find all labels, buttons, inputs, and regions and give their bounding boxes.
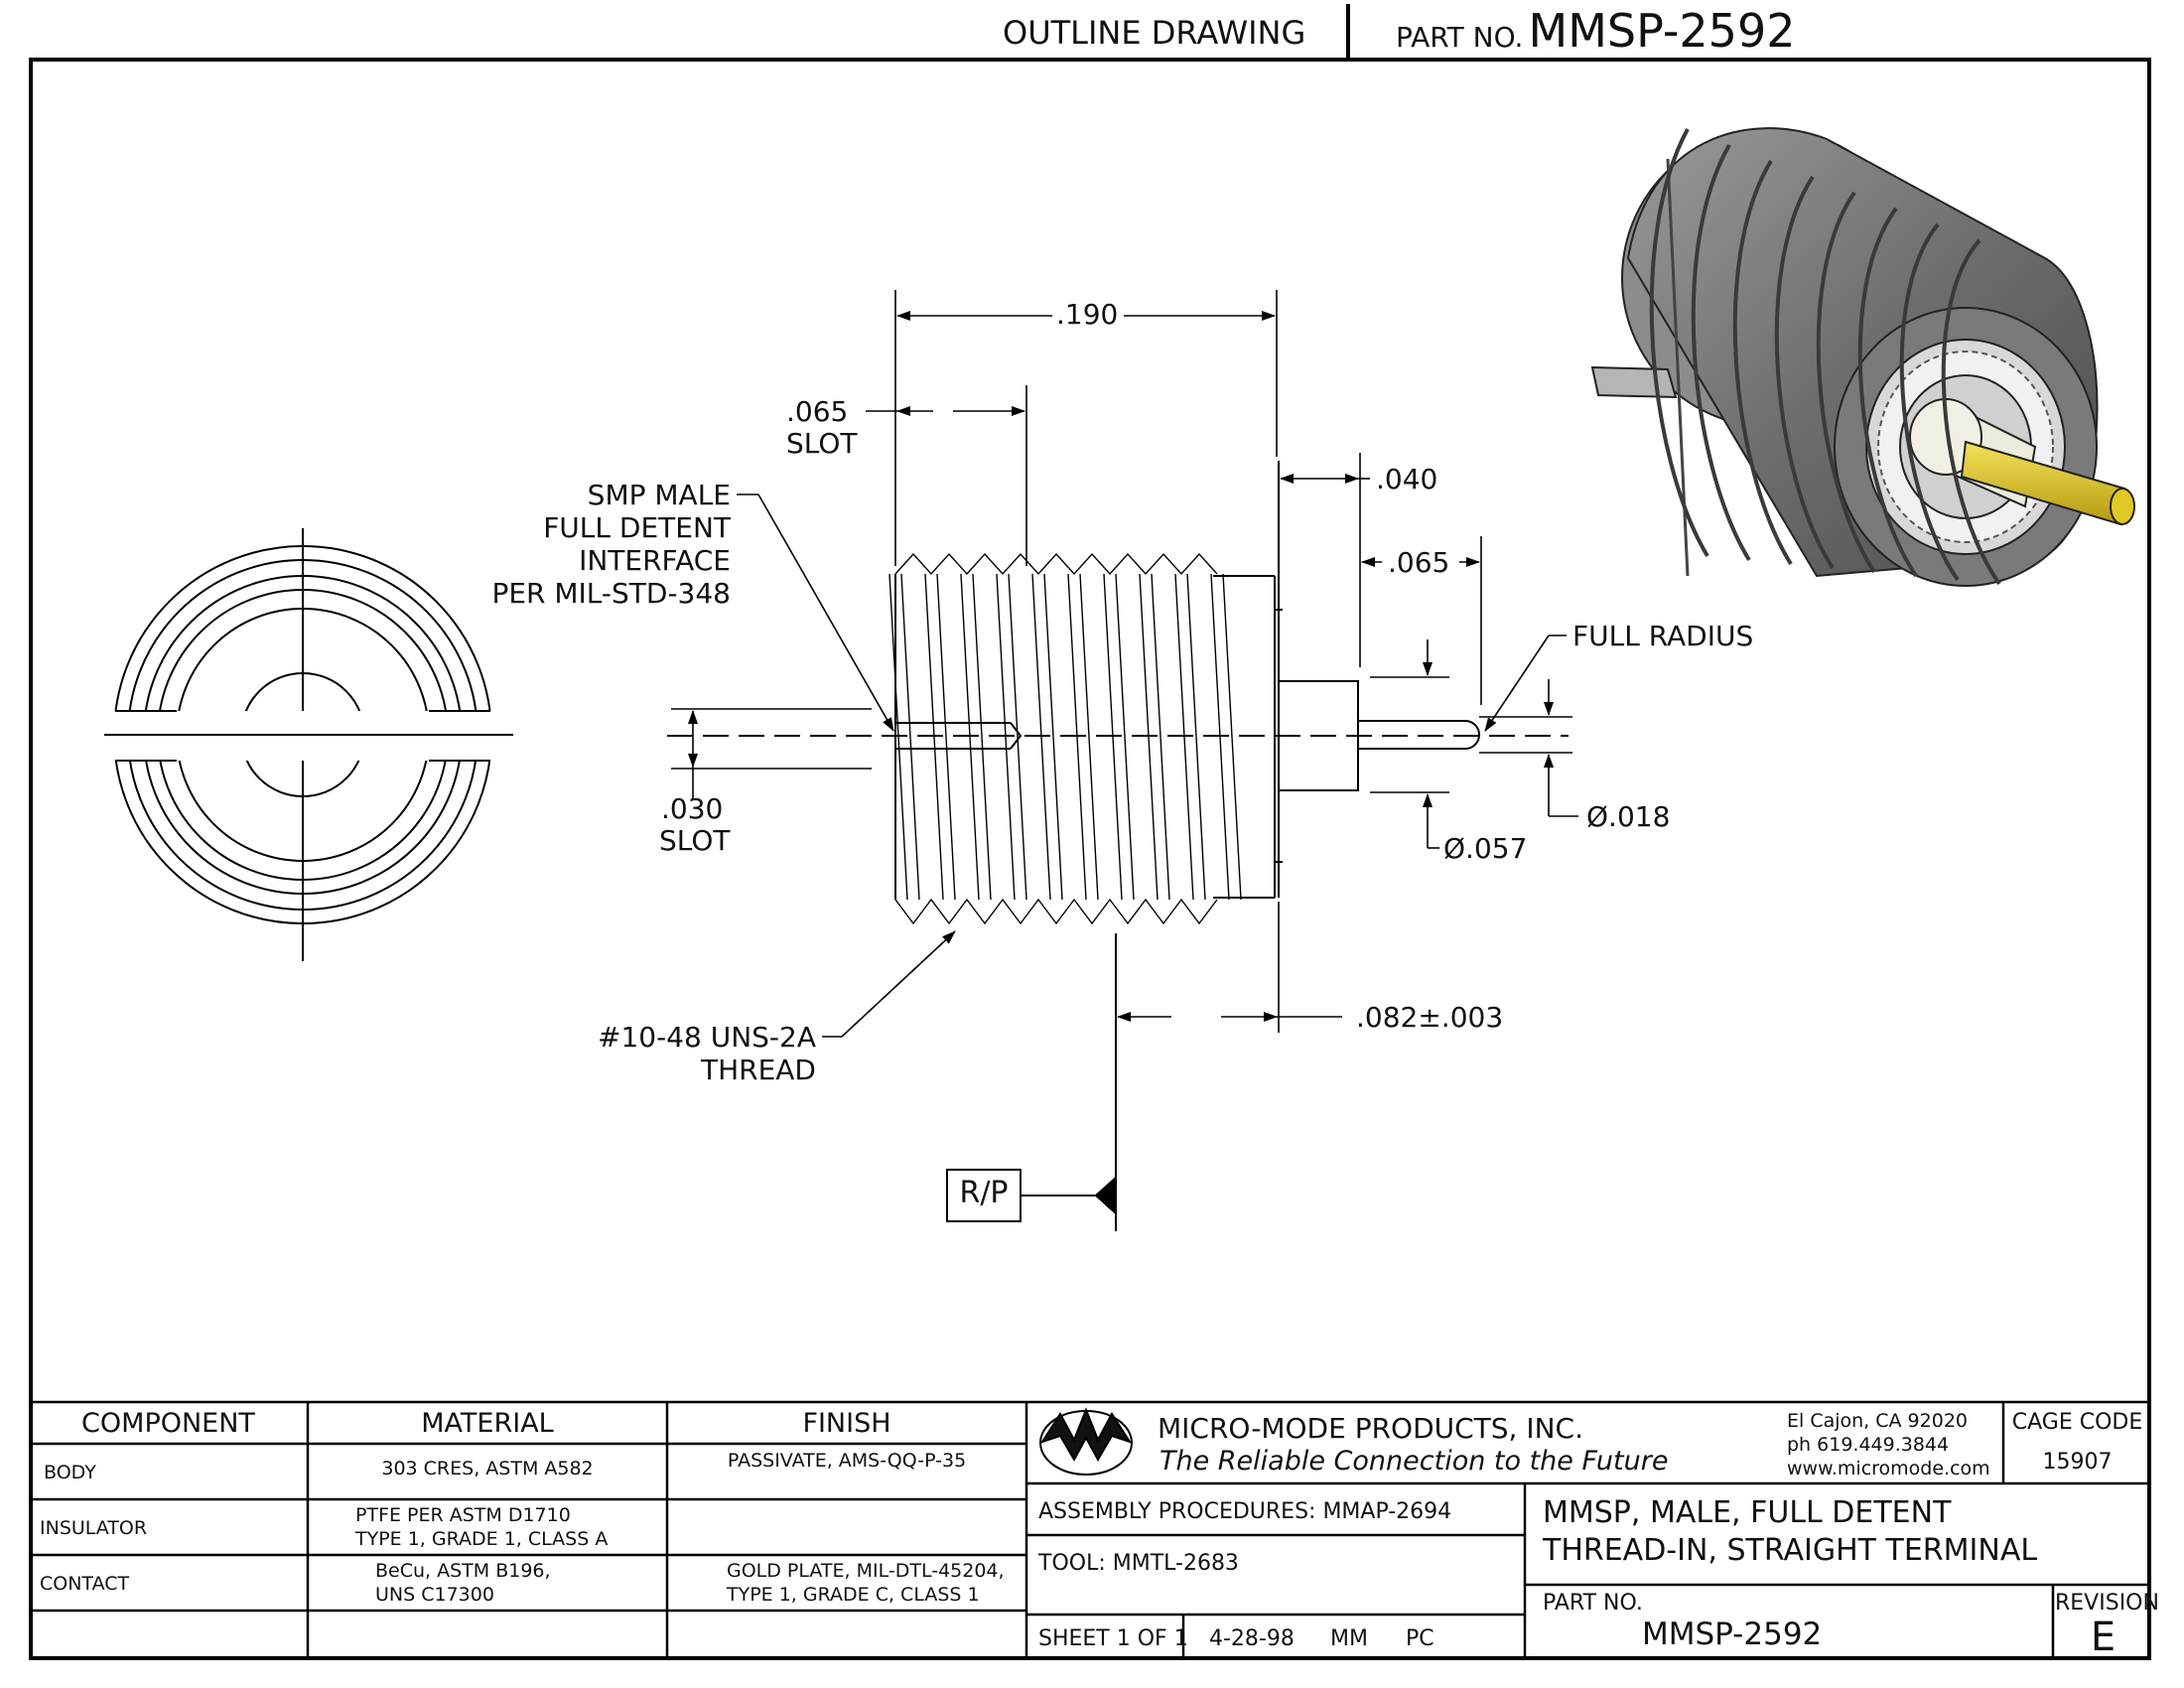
thread-line <box>924 573 944 901</box>
connector-3d-illustration <box>1590 127 2135 587</box>
dim-slot-width: .065 <box>786 395 849 428</box>
thread-line <box>1067 573 1087 901</box>
thread-line <box>1079 573 1099 901</box>
bom-row-finish: TYPE 1, GRADE C, CLASS 1 <box>727 1584 980 1606</box>
dim-reference-plane: .082±.003 <box>1356 1001 1504 1034</box>
bom-header-component: COMPONENT <box>81 1408 255 1439</box>
dim-slot-depth-label: SLOT <box>659 824 731 857</box>
note-full-radius: FULL RADIUS <box>1572 620 1754 652</box>
thread-line <box>1174 573 1194 901</box>
header-part-number: MMSP-2592 <box>1528 4 1796 58</box>
tb-part-number: MMSP-2592 <box>1642 1617 1823 1652</box>
bom-row-component: CONTACT <box>40 1573 130 1595</box>
dim-overall-length: .190 <box>1056 298 1119 331</box>
title-block-grid <box>29 1400 2151 1660</box>
bom-row-material: BeCu, ASTM B196, <box>375 1560 551 1582</box>
bom-row-component: INSULATOR <box>40 1517 148 1539</box>
company-website: www.micromode.com <box>1787 1458 1990 1479</box>
drawing-date: 4-28-98 <box>1209 1626 1295 1651</box>
thread-line <box>1186 573 1206 901</box>
thread-line <box>900 573 920 901</box>
side-view <box>667 461 1569 1231</box>
thread-line <box>996 573 1016 901</box>
drawn-by: MM <box>1330 1626 1368 1651</box>
thread-groove <box>1649 128 1709 558</box>
bom-row-component: BODY <box>44 1462 96 1483</box>
revision-value: E <box>2090 1615 2116 1660</box>
thread-line <box>1008 573 1027 901</box>
end-view <box>104 528 513 961</box>
company-tagline: The Reliable Connection to the Future <box>1160 1446 1669 1477</box>
thread-line <box>1031 573 1051 901</box>
thread-profile <box>894 898 1218 925</box>
thread-line <box>1103 573 1123 901</box>
thread-line <box>1222 573 1242 901</box>
thread-line <box>1139 573 1159 901</box>
header-divider <box>1346 4 1350 60</box>
thread-groove <box>1774 175 1835 570</box>
thread-line <box>960 573 980 901</box>
title-line-2: THREAD-IN, STRAIGHT TERMINAL <box>1543 1533 2038 1568</box>
dim-slot-width-label: SLOT <box>786 427 858 460</box>
dim-flange-thickness: .040 <box>1376 463 1438 495</box>
dim-slot-depth: .030 <box>661 792 724 825</box>
thread-line <box>972 573 992 901</box>
revision-label: REVISION <box>2055 1591 2159 1616</box>
company-address: El Cajon, CA 92020 <box>1787 1410 1969 1432</box>
thread-line <box>1151 573 1170 901</box>
note-interface-line: FULL DETENT <box>543 511 731 544</box>
drawing-frame <box>29 58 2151 1660</box>
sheet-number: SHEET 1 OF 1 <box>1038 1626 1188 1651</box>
bom-row-material: UNS C17300 <box>375 1584 494 1606</box>
company-logo <box>1039 1407 1133 1476</box>
note-interface-line: INTERFACE <box>579 544 731 577</box>
tb-part-no-label: PART NO. <box>1543 1591 1643 1616</box>
thread-groove <box>1941 238 2001 586</box>
thread-groove <box>1816 191 1876 574</box>
bom-row-finish: GOLD PLATE, MIL-DTL-45204, <box>727 1560 1005 1582</box>
assembly-procedures: ASSEMBLY PROCEDURES: MMAP-2694 <box>1038 1499 1452 1524</box>
note-thread-line: #10-48 UNS-2A <box>597 1021 816 1054</box>
tool-number: TOOL: MMTL-2683 <box>1038 1551 1239 1576</box>
drawing-type-label: OUTLINE DRAWING <box>1003 14 1306 52</box>
thread-line <box>1210 573 1230 901</box>
thread-groove <box>1899 222 1960 582</box>
checked-by: PC <box>1406 1626 1434 1651</box>
thread-line <box>888 573 908 901</box>
dimension-lines <box>671 290 1578 1038</box>
thread-grooves-3d <box>1649 128 2001 586</box>
company-phone: ph 619.449.3844 <box>1787 1434 1950 1456</box>
bom-header-material: MATERIAL <box>421 1408 554 1439</box>
thread-line <box>1043 573 1063 901</box>
thread-groove <box>1857 207 1918 578</box>
note-interface-line: PER MIL-STD-348 <box>491 577 731 610</box>
bom-row-material: TYPE 1, GRADE 1, CLASS A <box>355 1528 609 1550</box>
company-name: MICRO-MODE PRODUCTS, INC. <box>1158 1412 1584 1445</box>
note-interface-line: SMP MALE <box>587 479 731 511</box>
dia-pin: Ø.018 <box>1586 800 1671 833</box>
dim-insulator-extension: .065 <box>1388 546 1450 579</box>
thread-profile <box>894 552 1218 576</box>
ref-plane-symbol <box>946 1169 1117 1222</box>
bom-row-material: PTFE PER ASTM D1710 <box>355 1504 571 1526</box>
thread-lines <box>888 552 1242 925</box>
thread-groove <box>1691 144 1751 562</box>
bom-row-material: 303 CRES, ASTM A582 <box>381 1458 594 1479</box>
ref-plane-label: R/P <box>959 1176 1009 1210</box>
header-part-no: PART NO. MMSP-2592 <box>1396 4 1796 58</box>
dia-insulator: Ø.057 <box>1443 832 1528 865</box>
note-thread-line: THREAD <box>700 1054 816 1086</box>
bom-header-finish: FINISH <box>802 1408 891 1439</box>
cage-code-label: CAGE CODE <box>2011 1410 2143 1435</box>
note-interface: SMP MALE FULL DETENT INTERFACE PER MIL-S… <box>477 479 731 610</box>
title-line-1: MMSP, MALE, FULL DETENT <box>1543 1495 1952 1530</box>
note-thread: #10-48 UNS-2A THREAD <box>556 1021 816 1086</box>
thread-line <box>1115 573 1135 901</box>
thread-line <box>936 573 956 901</box>
bom-row-finish: PASSIVATE, AMS-QQ-P-35 <box>727 1450 967 1472</box>
header-part-no-label: PART NO. <box>1396 21 1524 54</box>
thread-groove <box>1732 159 1793 566</box>
cage-code: 15907 <box>2042 1450 2113 1475</box>
